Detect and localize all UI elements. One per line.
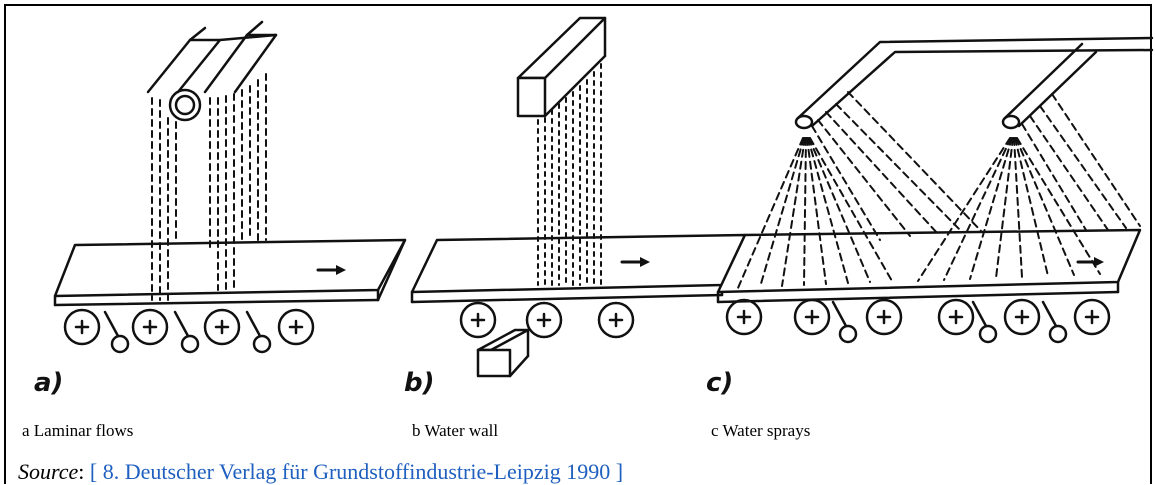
panel-a-letter: a) xyxy=(34,368,64,398)
spray-pipework xyxy=(794,36,1154,130)
panel-a-laminar-flow-drawing xyxy=(53,20,407,354)
panel-b-letter: b) xyxy=(404,368,435,398)
water-box-header xyxy=(516,16,607,118)
laminar-water-curtain xyxy=(151,73,267,301)
source-citation-link[interactable]: [ 8. Deutscher Verlag für Grundstoffindu… xyxy=(89,459,624,484)
steel-strip-a xyxy=(53,238,407,298)
panel-c-letter: c) xyxy=(706,368,734,398)
laminar-header-pipes xyxy=(146,20,278,122)
roller-table-b xyxy=(459,301,635,339)
steel-strip-c xyxy=(716,228,1142,294)
caption-laminar-flows: a Laminar flows xyxy=(22,421,134,440)
caption-water-sprays: c Water sprays xyxy=(711,421,811,440)
direction-arrow-b xyxy=(620,257,650,267)
water-wall-curtain xyxy=(537,63,602,286)
panel-c-water-sprays-drawing xyxy=(716,36,1154,344)
direction-arrow-a xyxy=(316,265,346,275)
roller-table-c xyxy=(725,298,1111,344)
caption-water-wall: b Water wall xyxy=(412,421,499,440)
source-separator: : xyxy=(78,459,90,484)
direction-arrow-c xyxy=(1076,257,1104,267)
figure-frame xyxy=(4,4,1152,484)
source-line: Source: [ 8. Deutscher Verlag für Grunds… xyxy=(18,459,623,485)
spray-cone-2 xyxy=(917,93,1141,282)
roller-table-a xyxy=(63,308,315,354)
lower-water-box xyxy=(476,328,530,378)
steel-strip-b xyxy=(410,233,747,294)
panel-b-water-wall-drawing xyxy=(410,16,747,378)
source-label: Source xyxy=(18,459,79,484)
cooling-methods-diagram xyxy=(53,16,1154,378)
spray-cone-1 xyxy=(737,91,983,289)
